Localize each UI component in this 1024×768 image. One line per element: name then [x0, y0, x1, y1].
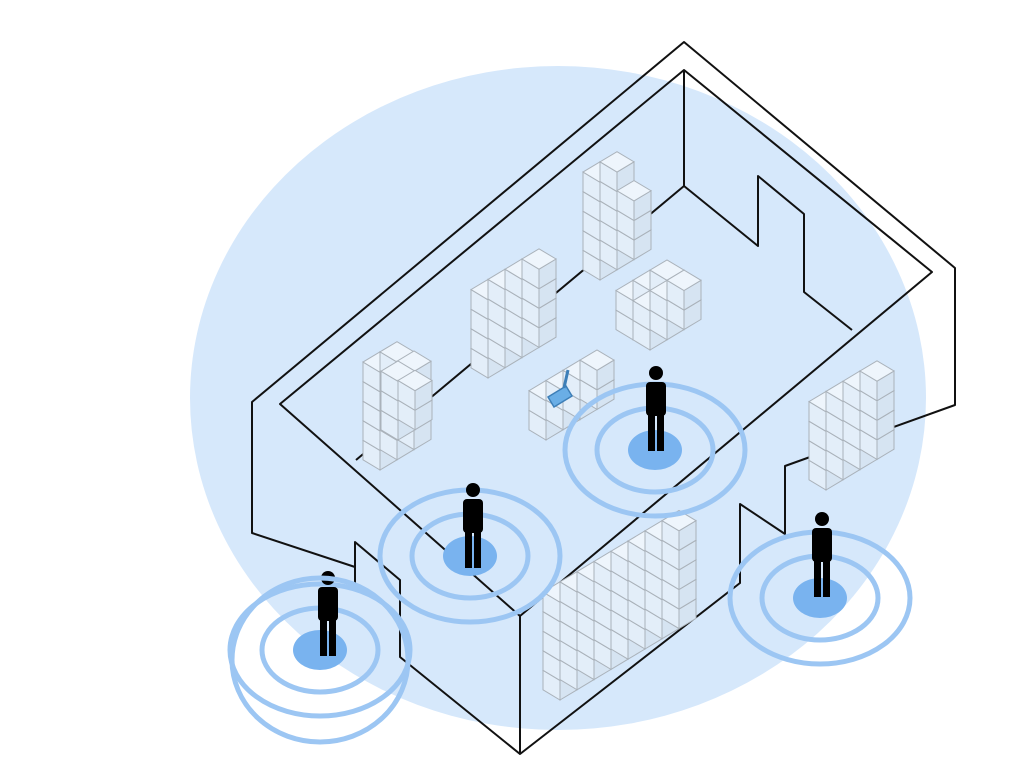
- storage-boxes: [362, 151, 895, 701]
- box-block-middle: [615, 259, 702, 351]
- box-pyramid-left-b: [380, 360, 433, 441]
- inner-right-wall: [683, 175, 853, 331]
- box-shelf-right: [808, 360, 895, 491]
- signal-hotspots: [227, 366, 913, 745]
- box-shelf-back: [470, 248, 557, 379]
- building-walls: [251, 41, 956, 755]
- person-icon: [646, 366, 666, 451]
- person-icon: [812, 512, 832, 597]
- wifi-router-icon: [546, 369, 574, 409]
- box-shelf-front: [542, 509, 697, 701]
- box-table-center: [528, 349, 615, 441]
- box-pyramid-back: [582, 151, 652, 281]
- signal-ring-outer: [229, 575, 411, 745]
- inner-wall-rim: [279, 69, 933, 617]
- person-icon: [463, 483, 483, 568]
